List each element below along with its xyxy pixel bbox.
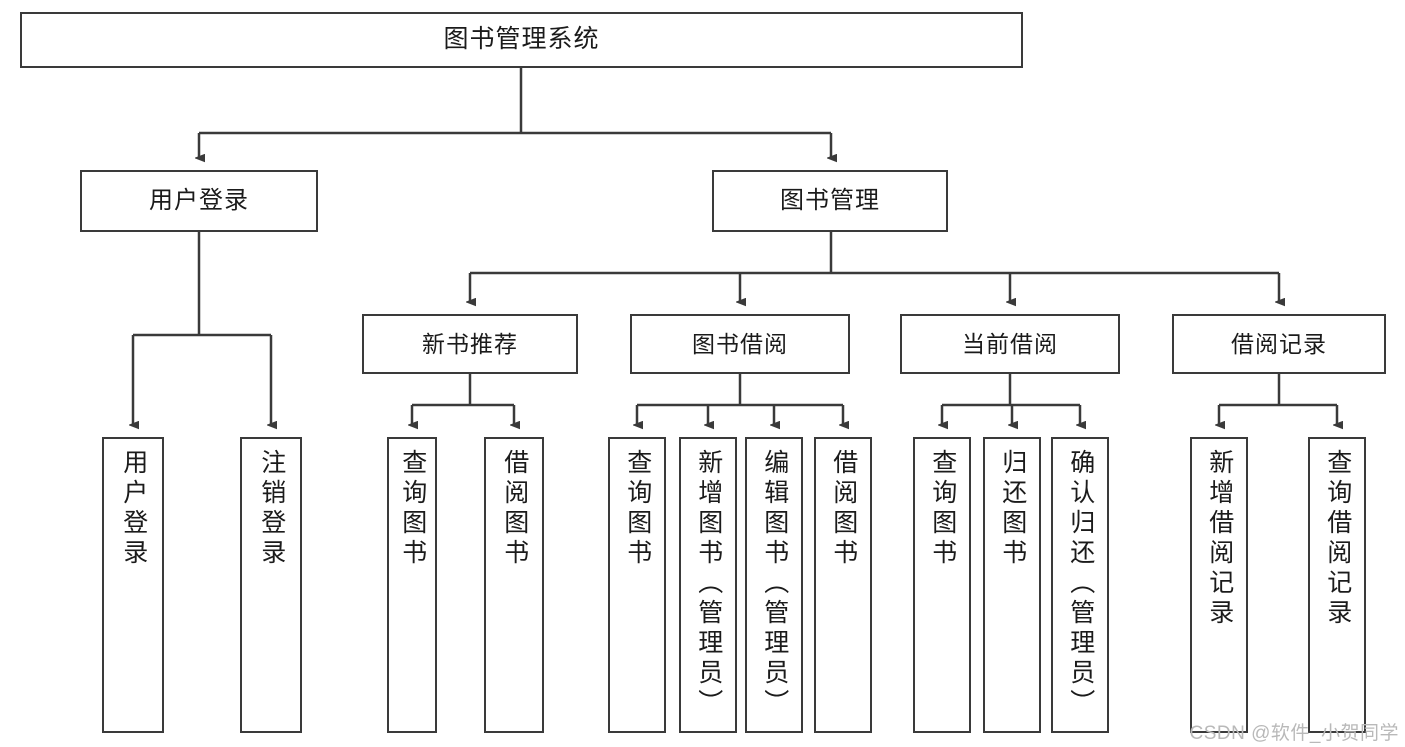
leaf-confirm-return-admin-label: 确认归还（管理员） [1066,449,1095,719]
leaf-confirm-return-admin[interactable]: 确认归还（管理员） [1051,437,1109,733]
node-book-management-label: 图书管理 [780,187,880,214]
leaf-user-login-label: 用户登录 [119,449,148,569]
leaf-query-book-current-label: 查询图书 [928,449,957,569]
leaf-borrow-book-label: 借阅图书 [829,449,858,569]
node-user-login[interactable]: 用户登录 [80,170,318,232]
leaf-query-borrow-record[interactable]: 查询借阅记录 [1308,437,1366,733]
node-user-login-label: 用户登录 [149,187,249,214]
node-root[interactable]: 图书管理系统 [20,12,1023,68]
leaf-logout[interactable]: 注销登录 [240,437,302,733]
node-new-book-recommend-label: 新书推荐 [422,330,518,357]
leaf-user-login[interactable]: 用户登录 [102,437,164,733]
node-book-borrow[interactable]: 图书借阅 [630,314,850,374]
node-current-borrow-label: 当前借阅 [962,330,1058,357]
node-book-management[interactable]: 图书管理 [712,170,948,232]
leaf-add-borrow-record-label: 新增借阅记录 [1205,449,1234,629]
leaf-logout-label: 注销登录 [257,449,286,569]
node-book-borrow-label: 图书借阅 [692,330,788,357]
leaf-return-book-label: 归还图书 [998,449,1027,569]
leaf-add-book-admin-label: 新增图书（管理员） [694,449,723,719]
leaf-query-book-borrow-label: 查询图书 [623,449,652,569]
leaf-edit-book-admin-label: 编辑图书（管理员） [760,449,789,719]
node-root-label: 图书管理系统 [443,25,600,54]
node-current-borrow[interactable]: 当前借阅 [900,314,1120,374]
watermark: CSDN @软件_小贺同学 [1189,723,1399,744]
node-new-book-recommend[interactable]: 新书推荐 [362,314,578,374]
leaf-borrow-book-recommend-label: 借阅图书 [500,449,529,569]
leaf-query-book-current[interactable]: 查询图书 [913,437,971,733]
leaf-query-borrow-record-label: 查询借阅记录 [1323,449,1352,629]
node-borrow-records[interactable]: 借阅记录 [1172,314,1386,374]
leaf-borrow-book-recommend[interactable]: 借阅图书 [484,437,544,733]
leaf-add-book-admin[interactable]: 新增图书（管理员） [679,437,737,733]
leaf-return-book[interactable]: 归还图书 [983,437,1041,733]
leaf-query-book-recommend-label: 查询图书 [398,449,427,569]
leaf-edit-book-admin[interactable]: 编辑图书（管理员） [745,437,803,733]
leaf-add-borrow-record[interactable]: 新增借阅记录 [1190,437,1248,733]
node-borrow-records-label: 借阅记录 [1231,330,1327,357]
leaf-query-book-borrow[interactable]: 查询图书 [608,437,666,733]
leaf-query-book-recommend[interactable]: 查询图书 [387,437,437,733]
leaf-borrow-book[interactable]: 借阅图书 [814,437,872,733]
